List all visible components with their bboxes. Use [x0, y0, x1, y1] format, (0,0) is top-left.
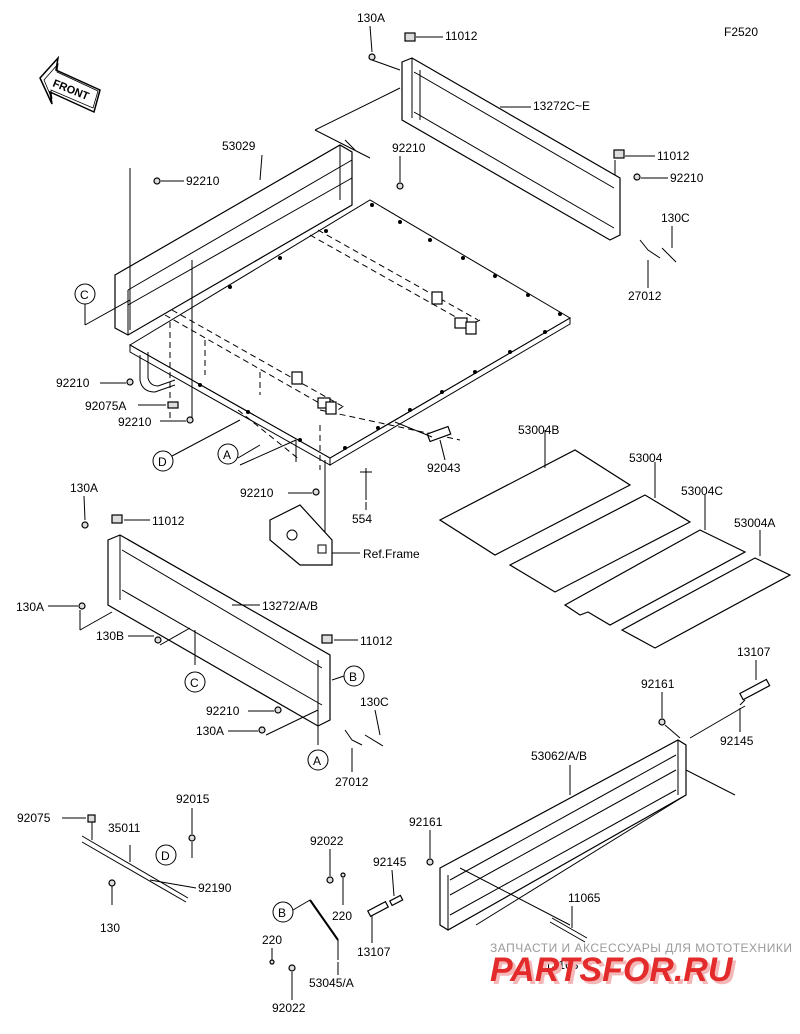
cargo-bed-assembly [114, 139, 571, 550]
label-13107: 13107 [357, 945, 391, 959]
label-220: 220 [332, 909, 352, 923]
label-13272-a-b: 13272/A/B [262, 599, 318, 613]
watermark: ЗАПЧАСТИ И АКСЕССУАРЫ ДЛЯ МОТОТЕХНИКИ PA… [490, 941, 792, 992]
label-13107: 13107 [737, 645, 771, 659]
watermark-brand: PARTSFOR.RU [490, 951, 734, 989]
label-92145: 92145 [720, 734, 754, 748]
label-130: 130 [100, 921, 120, 935]
ref-circle-c [184, 671, 206, 693]
label-13272c-e: 13272C~E [533, 99, 590, 113]
label-92161: 92161 [409, 815, 443, 829]
label-92015: 92015 [176, 792, 210, 806]
ref-circle-d [152, 450, 174, 472]
frame-reference [269, 504, 360, 566]
label-130c: 130C [360, 695, 389, 709]
label-92190: 92190 [198, 881, 232, 895]
label-53062-a-b: 53062/A/B [531, 749, 587, 763]
ref-label-c: C [80, 288, 89, 302]
label-35011: 35011 [108, 821, 141, 835]
ref-label-b: B [349, 670, 357, 684]
front-arrow-icon: FRONT [39, 55, 101, 114]
label-130b: 130B [96, 629, 124, 643]
label-53004a: 53004A [734, 516, 775, 530]
watermark-brand-shadow: PARTSFOR.RU [493, 954, 737, 992]
label-92022: 92022 [310, 834, 344, 848]
label-92210: 92210 [240, 486, 274, 500]
label-27012: 27012 [335, 775, 369, 789]
label-53045-a: 53045/A [309, 976, 354, 990]
label-53004b: 53004B [518, 423, 559, 437]
rod-35011-assembly [81, 814, 196, 905]
label-92210: 92210 [392, 141, 426, 155]
label-92210: 92210 [670, 171, 704, 185]
ref-label-a: A [223, 448, 231, 462]
ref-label-b: B [278, 906, 286, 920]
ref-circle-a [307, 749, 329, 771]
label-11012: 11012 [152, 514, 185, 528]
label-11012: 11012 [445, 29, 478, 43]
label-130a: 130A [16, 600, 44, 614]
ref-circle-b [272, 901, 294, 923]
ref-circle-d [155, 844, 177, 866]
label-53004: 53004 [629, 451, 663, 465]
label-220: 220 [262, 933, 282, 947]
label-53004c: 53004C [681, 484, 723, 498]
ref-label-a: A [313, 754, 321, 768]
label-92210: 92210 [186, 174, 220, 188]
side-panel-13272c-e [314, 32, 677, 263]
label-92210: 92210 [56, 376, 90, 390]
ref-label-d: D [158, 455, 167, 469]
tailgate-53062-a-b [426, 705, 746, 931]
strap-53045-a [269, 872, 404, 972]
label-92145: 92145 [373, 855, 407, 869]
labels: 130A 11012 13272C~E 53029 92210 92210 11… [16, 11, 775, 1015]
label-11065: 11065 [568, 891, 601, 905]
mat-53004a [620, 557, 792, 649]
label-92210: 92210 [118, 415, 152, 429]
part-554 [360, 468, 372, 500]
label-92043: 92043 [427, 461, 461, 475]
mat-53004c [563, 529, 747, 626]
figure-code: F2520 [724, 25, 758, 39]
label-13168: 13168 [545, 958, 579, 972]
mat-53004 [508, 494, 692, 593]
rod-13107-right [739, 678, 771, 706]
label-27012: 27012 [628, 289, 662, 303]
label-130c: 130C [661, 211, 690, 225]
label-554: 554 [352, 512, 372, 526]
label-92075a: 92075A [85, 399, 126, 413]
floor-mats [438, 430, 792, 649]
label-92161: 92161 [641, 677, 675, 691]
rod-13168 [549, 917, 588, 943]
mat-53004b [438, 449, 632, 556]
pin-92043 [394, 421, 452, 461]
ref-label-c: C [190, 676, 199, 690]
label-11012: 11012 [360, 634, 393, 648]
label-92210: 92210 [206, 704, 240, 718]
ref-label-d: D [161, 849, 170, 863]
label-92022: 92022 [272, 1001, 306, 1015]
label-11012: 11012 [657, 149, 690, 163]
label-53029: 53029 [222, 139, 256, 153]
label-92075: 92075 [17, 811, 51, 825]
label-130a: 130A [70, 481, 98, 495]
label-ref-frame: Ref.Frame [363, 547, 420, 561]
label-130a: 130A [357, 11, 385, 25]
side-panel-13272-a-b [78, 514, 384, 747]
watermark-tagline: ЗАПЧАСТИ И АКСЕССУАРЫ ДЛЯ МОТОТЕХНИКИ [490, 941, 792, 955]
label-130a: 130A [196, 724, 224, 738]
ref-circle-a [217, 443, 239, 465]
